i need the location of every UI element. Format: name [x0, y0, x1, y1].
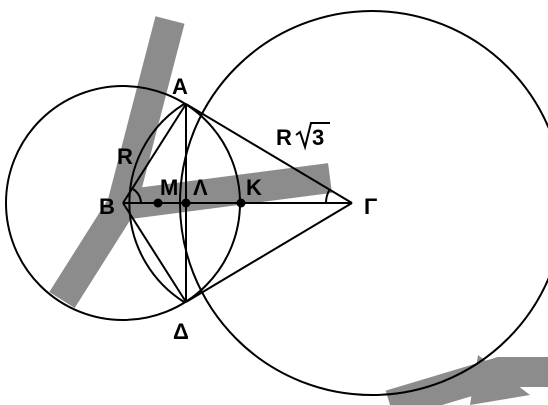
watermark-arrowhead — [470, 355, 530, 405]
label-radius-large-R: R — [276, 125, 292, 150]
label-B: B — [99, 194, 115, 219]
label-M: M — [160, 175, 178, 200]
point-L — [181, 198, 191, 208]
arc-through-M — [128, 103, 185, 303]
sqrt-sign-icon — [295, 122, 330, 151]
label-A: A — [172, 74, 188, 99]
label-radius-small: R — [117, 144, 133, 169]
point-K — [236, 198, 246, 208]
label-L: Λ — [193, 175, 208, 200]
watermark-stroke-bottom — [385, 357, 548, 405]
segment-AG — [185, 103, 353, 204]
angle-marks — [132, 188, 331, 204]
angle-mark-B — [132, 188, 142, 204]
segment-AB — [122, 103, 187, 204]
points — [153, 198, 246, 208]
label-radius-large: R 3 — [276, 122, 330, 151]
segment-BD — [122, 202, 187, 303]
point-M — [153, 198, 163, 208]
label-K: K — [246, 175, 262, 200]
label-G: Γ — [364, 194, 377, 219]
watermark-stroke-mid — [120, 163, 332, 220]
label-radius-large-root: 3 — [312, 125, 324, 150]
watermark — [49, 16, 548, 405]
label-D: Δ — [173, 319, 189, 344]
angle-mark-G — [324, 188, 331, 204]
segment-DG — [185, 202, 353, 303]
watermark-stroke-left — [49, 16, 185, 309]
